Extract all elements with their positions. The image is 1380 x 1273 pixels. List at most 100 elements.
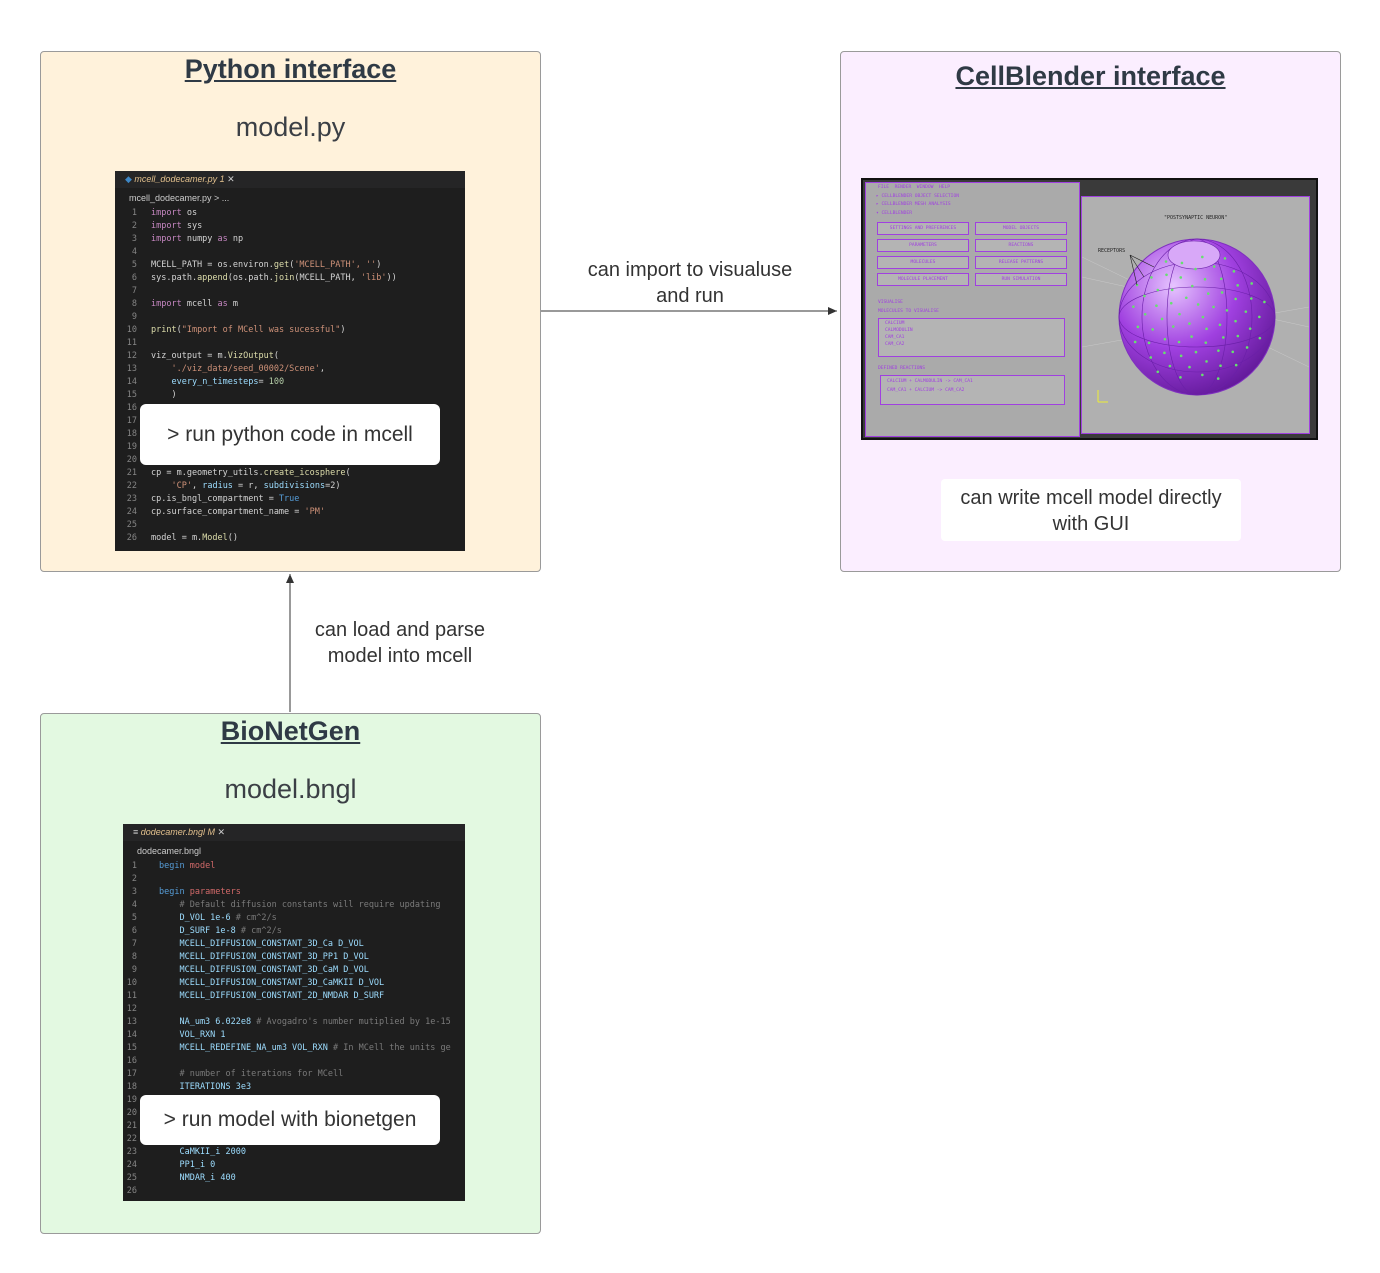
code-token: MCELL_PATH = os.environ. (151, 260, 274, 270)
receptor-dot (1194, 267, 1197, 271)
receptor-dot (1258, 315, 1261, 319)
panel-cellblender: ▾ CELLBLENDER (876, 211, 912, 216)
receptor-dot (1248, 327, 1252, 330)
code-token: join (273, 273, 295, 283)
btn-release-patterns: RELEASE PATTERNS (975, 256, 1067, 269)
code-token: = (258, 377, 269, 387)
line-number: 14 (126, 377, 137, 387)
receptor-dot (1132, 305, 1135, 308)
reaction-item: CAM_CA1 + CALCIUM -> CAM_CA2 (887, 388, 965, 393)
line-number: 1 (131, 861, 137, 871)
code-token: cp.is_bngl_compartment = (151, 494, 279, 504)
line-number: 2 (131, 874, 137, 884)
line-number: 13 (126, 364, 137, 374)
code-token: numpy (186, 234, 218, 244)
receptor-dot (1223, 257, 1227, 260)
code-token: os (186, 208, 198, 218)
reactions-header: DEFINED REACTIONS (878, 366, 926, 371)
receptor-dot (1204, 341, 1208, 344)
code-token: MCELL_DIFFUSION_CONSTANT_3D_Ca D_VOL (159, 939, 364, 949)
code-token: (MCELL_PATH, (294, 273, 361, 283)
receptor-dot (1143, 294, 1146, 298)
receptor-dot (1203, 277, 1207, 281)
code-line: 20 (123, 1107, 465, 1120)
menu-bar: FILE RENDER WINDOW HELP (878, 185, 950, 190)
code-token: "Import of MCell was sucessful" (181, 325, 341, 335)
code-token: m (232, 299, 239, 309)
btn-molecules: MOLECULES (877, 256, 969, 269)
code-line: 16 (123, 1055, 465, 1068)
line-number: 23 (126, 494, 137, 504)
tab-label: mcell_dodecamer.py 1 (134, 174, 225, 184)
viewport-3d: "POSTSYNAPTIC NEURON" RECEPTORS (1081, 196, 1310, 434)
code-token: 'MCELL_PATH', '' (294, 260, 377, 270)
receptor-dot (1212, 265, 1216, 268)
code-token: NMDAR_i 400 (159, 1173, 236, 1183)
receptor-dot (1194, 350, 1198, 354)
code-token: np (232, 234, 244, 244)
code-line: 26 (123, 1185, 465, 1198)
code-line: 4 # Default diffusion constants will req… (123, 899, 465, 912)
receptor-dot (1201, 373, 1204, 377)
code-line: 5 D_VOL 1e-6 # cm^2/s (123, 912, 465, 925)
menu-help: HELP (938, 185, 951, 190)
code-token: MCELL_DIFFUSION_CONSTANT_2D_NMDAR D_SURF (159, 991, 385, 1001)
line-number: 9 (131, 312, 137, 322)
molecule-item: CAM_CA1 (885, 335, 905, 340)
code-token: PP1_i 0 (159, 1160, 216, 1170)
code-token: as (217, 299, 233, 309)
btn-settings: SETTINGS AND PREFERENCES (877, 222, 969, 235)
receptor-dot (1133, 340, 1137, 344)
line-number: 15 (126, 390, 137, 400)
code-token: =2) (325, 481, 341, 491)
btn-run-simulation: RUN SIMULATION (975, 273, 1067, 286)
code-token: CaMKII_i 2000 (159, 1147, 246, 1157)
receptor-dot (1190, 284, 1194, 288)
receptor-dot (1219, 364, 1222, 368)
receptor-dot (1201, 315, 1205, 319)
line-number: 15 (126, 1043, 137, 1053)
line-number: 5 (131, 260, 137, 270)
code-line: 8 MCELL_DIFFUSION_CONSTANT_3D_PP1 D_VOL (123, 951, 465, 964)
code-line: 13 './viz_data/seed_00002/Scene', (115, 363, 465, 376)
code-token: cp = m.geometry_utils. (151, 468, 264, 478)
panel-mesh-analysis: ▸ CELLBLENDER MESH ANALYSIS (876, 202, 951, 207)
code-token: True (278, 494, 300, 504)
receptor-dot (1217, 349, 1220, 352)
receptor-dot (1231, 350, 1235, 354)
receptor-dot (1188, 322, 1191, 325)
line-number: 24 (126, 507, 137, 517)
receptor-dot (1179, 354, 1183, 358)
receptor-dot (1201, 255, 1204, 259)
line-number: 1 (131, 208, 137, 218)
line-number: 19 (126, 1095, 137, 1105)
code-token: sys.path. (151, 273, 198, 283)
code-token: MCELL_DIFFUSION_CONSTANT_3D_CaM D_VOL (159, 965, 369, 975)
menu-file: FILE (878, 185, 890, 190)
receptor-dot (1179, 376, 1182, 379)
line-number: 16 (126, 1056, 137, 1066)
code-line: 4 (115, 246, 465, 259)
line-number: 6 (131, 926, 137, 936)
line-number: 25 (126, 1173, 137, 1183)
receptor-dot (1180, 261, 1184, 265)
code-token: VizOutput (227, 351, 274, 361)
code-token: import (151, 221, 187, 231)
line-number: 26 (126, 1186, 137, 1196)
molecule-list: CALCIUM CALMODULIN CAM_CA1 CAM_CA2 (878, 318, 1065, 357)
code-token: 100 (268, 377, 285, 387)
code-token: begin (159, 887, 190, 897)
code-token: ( (176, 325, 182, 335)
code-token: MCELL_DIFFUSION_CONSTANT_3D_CaMKII D_VOL (159, 978, 385, 988)
cellblender-panel: FILE RENDER WINDOW HELP ▸ CELLBLENDER OB… (865, 182, 1080, 437)
neuron-sphere: "POSTSYNAPTIC NEURON" RECEPTORS (1081, 215, 1310, 403)
line-number: 4 (131, 247, 137, 257)
code-line: 9 MCELL_DIFFUSION_CONSTANT_3D_CaM D_VOL (123, 964, 465, 977)
receptor-dot (1222, 336, 1225, 339)
line-number: 22 (126, 1134, 137, 1144)
code-line: 12 (123, 1003, 465, 1016)
receptor-dot (1212, 305, 1215, 309)
